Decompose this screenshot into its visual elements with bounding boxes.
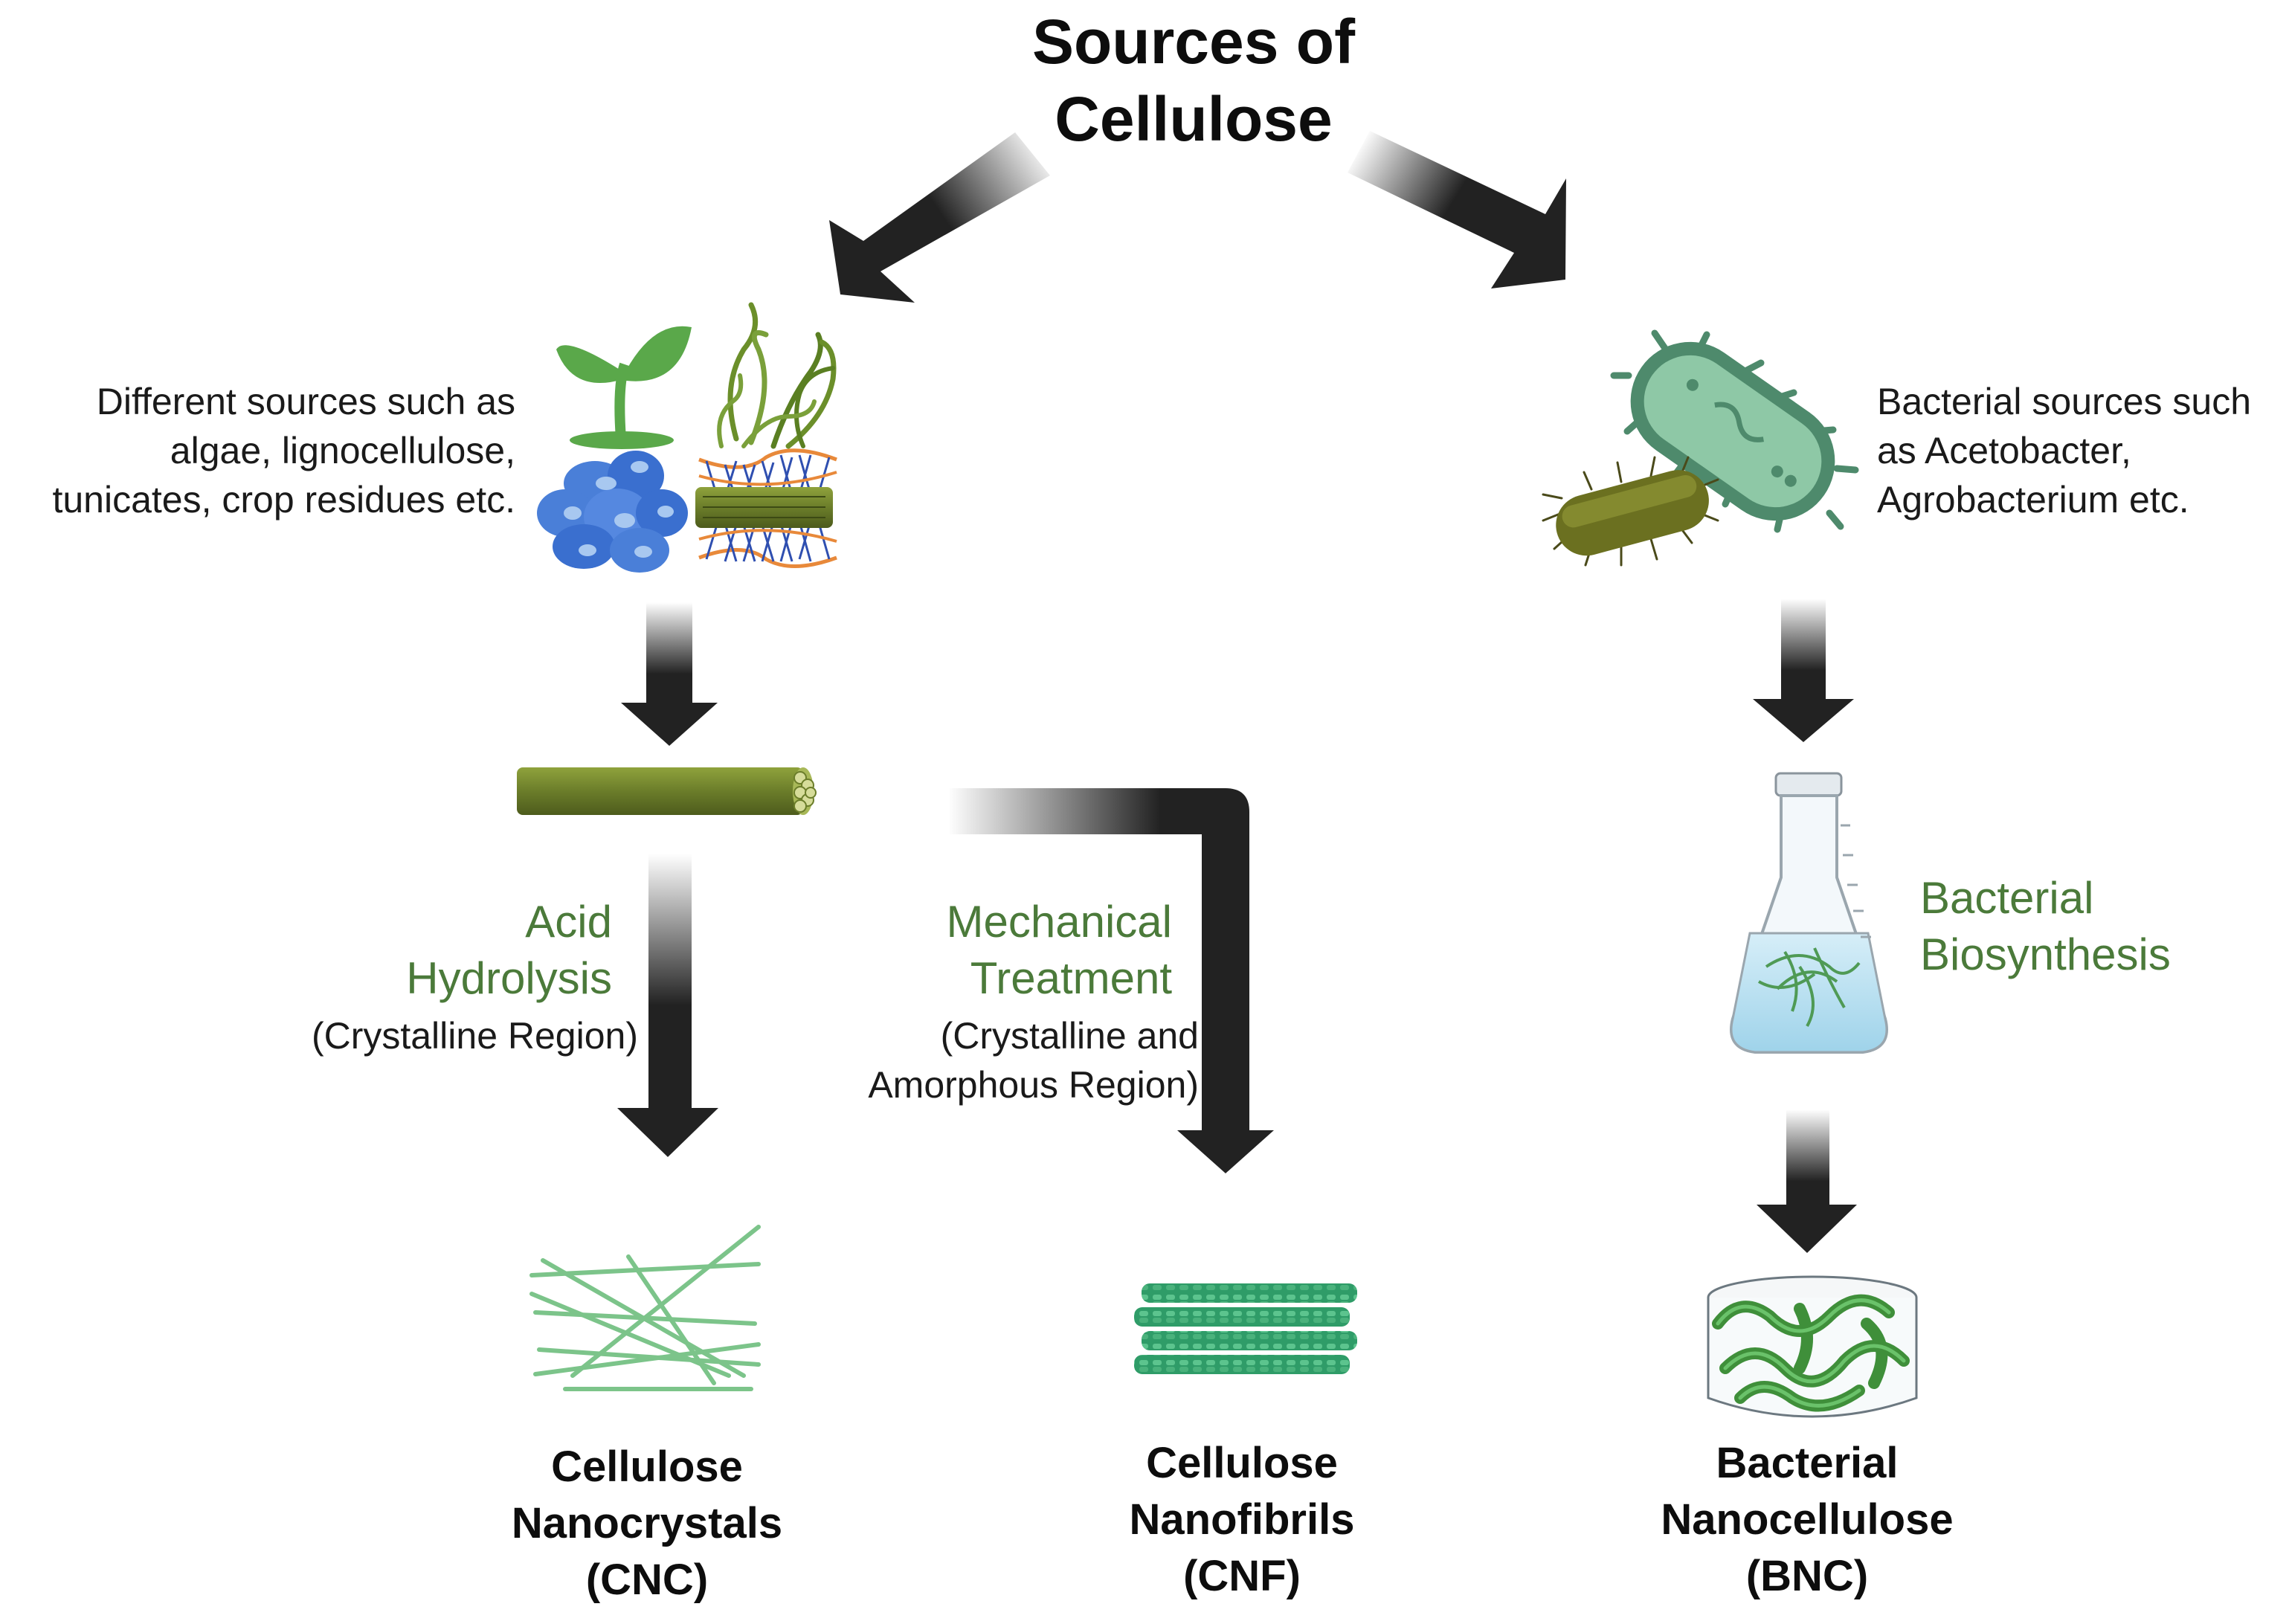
plant-desc-line-2: algae, lignocellulose, [170, 430, 515, 471]
cnc-line-3: (CNC) [585, 1556, 709, 1604]
cnf-label: Cellulose Nanofibrils (CNF) [1049, 1435, 1435, 1605]
mechanical-treatment-note: (Crystalline and Amorphous Region) [868, 1011, 1199, 1109]
acid-hydrolysis-line-1: Acid [525, 897, 612, 947]
bacterial-biosynthesis-label: Bacterial Biosynthesis [1920, 870, 2171, 983]
lignocellulose-icon [695, 448, 837, 569]
plant-sources-description: Different sources such as algae, lignoce… [52, 377, 515, 524]
plant-desc-line-3: tunicates, crop residues etc. [52, 479, 515, 521]
mechanical-treatment-line-2: Treatment [970, 953, 1172, 1003]
nanocrystals-icon [529, 1225, 761, 1391]
bnc-label: Bacterial Nanocellulose (BNC) [1614, 1435, 2000, 1605]
arrow-fiber-to-cnf [948, 788, 1274, 1173]
arrow-flask-to-bnc [1757, 1109, 1857, 1253]
arrow-fiber-to-cnc [617, 854, 718, 1157]
cnf-line-3: (CNF) [1183, 1552, 1301, 1600]
acid-hydrolysis-line-2: Hydrolysis [406, 953, 612, 1003]
diagram-title: Sources of Cellulose [952, 3, 1435, 158]
cnc-line-1: Cellulose [551, 1443, 743, 1491]
title-line-1: Sources of [1031, 7, 1356, 77]
acid-hydrolysis-note: (Crystalline Region) [312, 1011, 638, 1060]
arrow-plant-to-fiber [621, 602, 718, 746]
arrow-title-to-bacterial-sources [1348, 131, 1566, 289]
mechanical-treatment-line-1: Mechanical [946, 897, 1173, 947]
cnf-line-1: Cellulose [1146, 1439, 1338, 1487]
small-bacterium-icon [1542, 456, 1719, 567]
tunicate-icon [537, 451, 688, 573]
cnc-line-2: Nanocrystals [511, 1499, 783, 1547]
cellulose-fiber-icon [517, 767, 817, 815]
title-line-2: Cellulose [1055, 84, 1333, 154]
bacterial-biosynthesis-line-2: Biosynthesis [1920, 929, 2171, 979]
acid-hydrolysis-label: Acid Hydrolysis [406, 894, 612, 1007]
nanofibrils-icon [1134, 1283, 1357, 1374]
arrow-bacteria-to-flask [1753, 599, 1854, 742]
bacterial-sources-description: Bacterial sources such as Acetobacter, A… [1877, 377, 2251, 524]
seedling-icon [556, 326, 692, 449]
mechanical-treatment-note-line-2: Amorphous Region) [868, 1064, 1199, 1106]
algae-icon [717, 302, 837, 449]
flask-icon [1730, 772, 1888, 1054]
arrow-title-to-plant-sources [829, 132, 1050, 303]
arrows [617, 131, 1857, 1253]
bacterial-desc-line-1: Bacterial sources such [1877, 381, 2252, 422]
bacterial-nanocellulose-icon [1707, 1275, 1918, 1418]
bacterial-desc-line-2: as Acetobacter, [1877, 430, 2131, 471]
mechanical-treatment-label: Mechanical Treatment [947, 894, 1173, 1007]
cnc-label: Cellulose Nanocrystals (CNC) [454, 1439, 840, 1608]
bnc-line-1: Bacterial [1716, 1439, 1899, 1487]
mechanical-treatment-note-line-1: (Crystalline and [940, 1015, 1199, 1057]
acid-hydrolysis-note-line-1: (Crystalline Region) [311, 1015, 638, 1057]
bnc-line-2: Nanocellulose [1661, 1495, 1954, 1544]
cnf-line-2: Nanofibrils [1129, 1495, 1355, 1544]
bacterial-biosynthesis-line-1: Bacterial [1920, 873, 2094, 923]
bnc-line-3: (BNC) [1745, 1552, 1869, 1600]
bacterial-desc-line-3: Agrobacterium etc. [1877, 479, 2189, 521]
plant-desc-line-1: Different sources such as [96, 381, 515, 422]
